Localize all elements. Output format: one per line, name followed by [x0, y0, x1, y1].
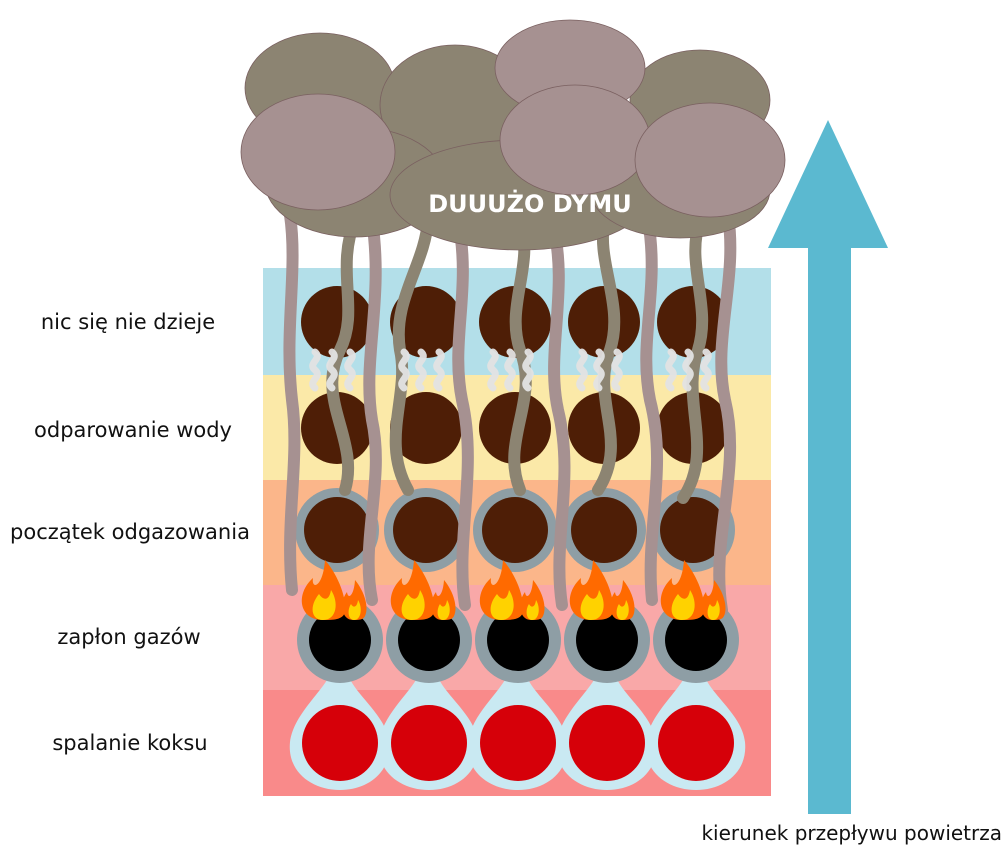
- degassing-particles: [295, 488, 735, 572]
- steam-wisp-icon: [704, 352, 709, 388]
- steam-wisp-icon: [615, 352, 620, 388]
- coke-particle: [480, 705, 556, 781]
- steam-wisp-icon: [597, 352, 602, 388]
- degassing-particle-core: [571, 497, 637, 563]
- steam-wisp-icon: [508, 352, 513, 388]
- smoke-puff-light: [241, 94, 395, 210]
- smoke-label: DUUUŻO DYMU: [428, 189, 631, 218]
- steam-wisp-icon: [330, 352, 335, 388]
- airflow-arrow-icon: [768, 120, 888, 814]
- airflow-arrow-head: [768, 120, 888, 248]
- steam-wisp-icon: [437, 352, 442, 388]
- steam-wisp-icon: [669, 352, 674, 388]
- smoke-stream: [458, 220, 468, 605]
- steam-wisp-icon: [348, 352, 353, 388]
- airflow-arrow-shaft: [808, 247, 851, 814]
- steam-wisp-icon: [313, 352, 318, 388]
- smoke-stream: [289, 215, 294, 590]
- airflow-label: kierunek przepływu powietrza: [701, 821, 1002, 845]
- steam-wisp-icon: [686, 352, 691, 388]
- smoke-puff-light: [635, 103, 785, 217]
- coke-particles: [302, 705, 734, 781]
- steam-wisp-icon: [491, 352, 496, 388]
- steam-wisp-icon: [402, 352, 407, 388]
- smoke-puff-light: [500, 85, 650, 195]
- steam-wisp-icon: [580, 352, 585, 388]
- zone-label-degassing-start: początek odgazowania: [10, 520, 250, 544]
- zone-label-coke-burning: spalanie koksu: [52, 731, 207, 755]
- degassing-particle-core: [482, 497, 548, 563]
- zone-label-water-evaporation: odparowanie wody: [34, 418, 232, 442]
- smoke-stream: [646, 220, 657, 600]
- degassing-particle-core: [393, 497, 459, 563]
- zone-label-nothing-happens: nic się nie dzieje: [41, 310, 215, 334]
- steam-wisp-icon: [526, 352, 531, 388]
- coke-particle: [569, 705, 645, 781]
- smoke-stream: [369, 220, 376, 600]
- coke-particle: [658, 705, 734, 781]
- steam-wisp-icon: [419, 352, 424, 388]
- coke-particle: [391, 705, 467, 781]
- fresh-particle: [568, 286, 640, 358]
- degassing-particle-core: [304, 497, 370, 563]
- coke-particle: [302, 705, 378, 781]
- zone-label-gas-ignition: zapłon gazów: [57, 625, 200, 649]
